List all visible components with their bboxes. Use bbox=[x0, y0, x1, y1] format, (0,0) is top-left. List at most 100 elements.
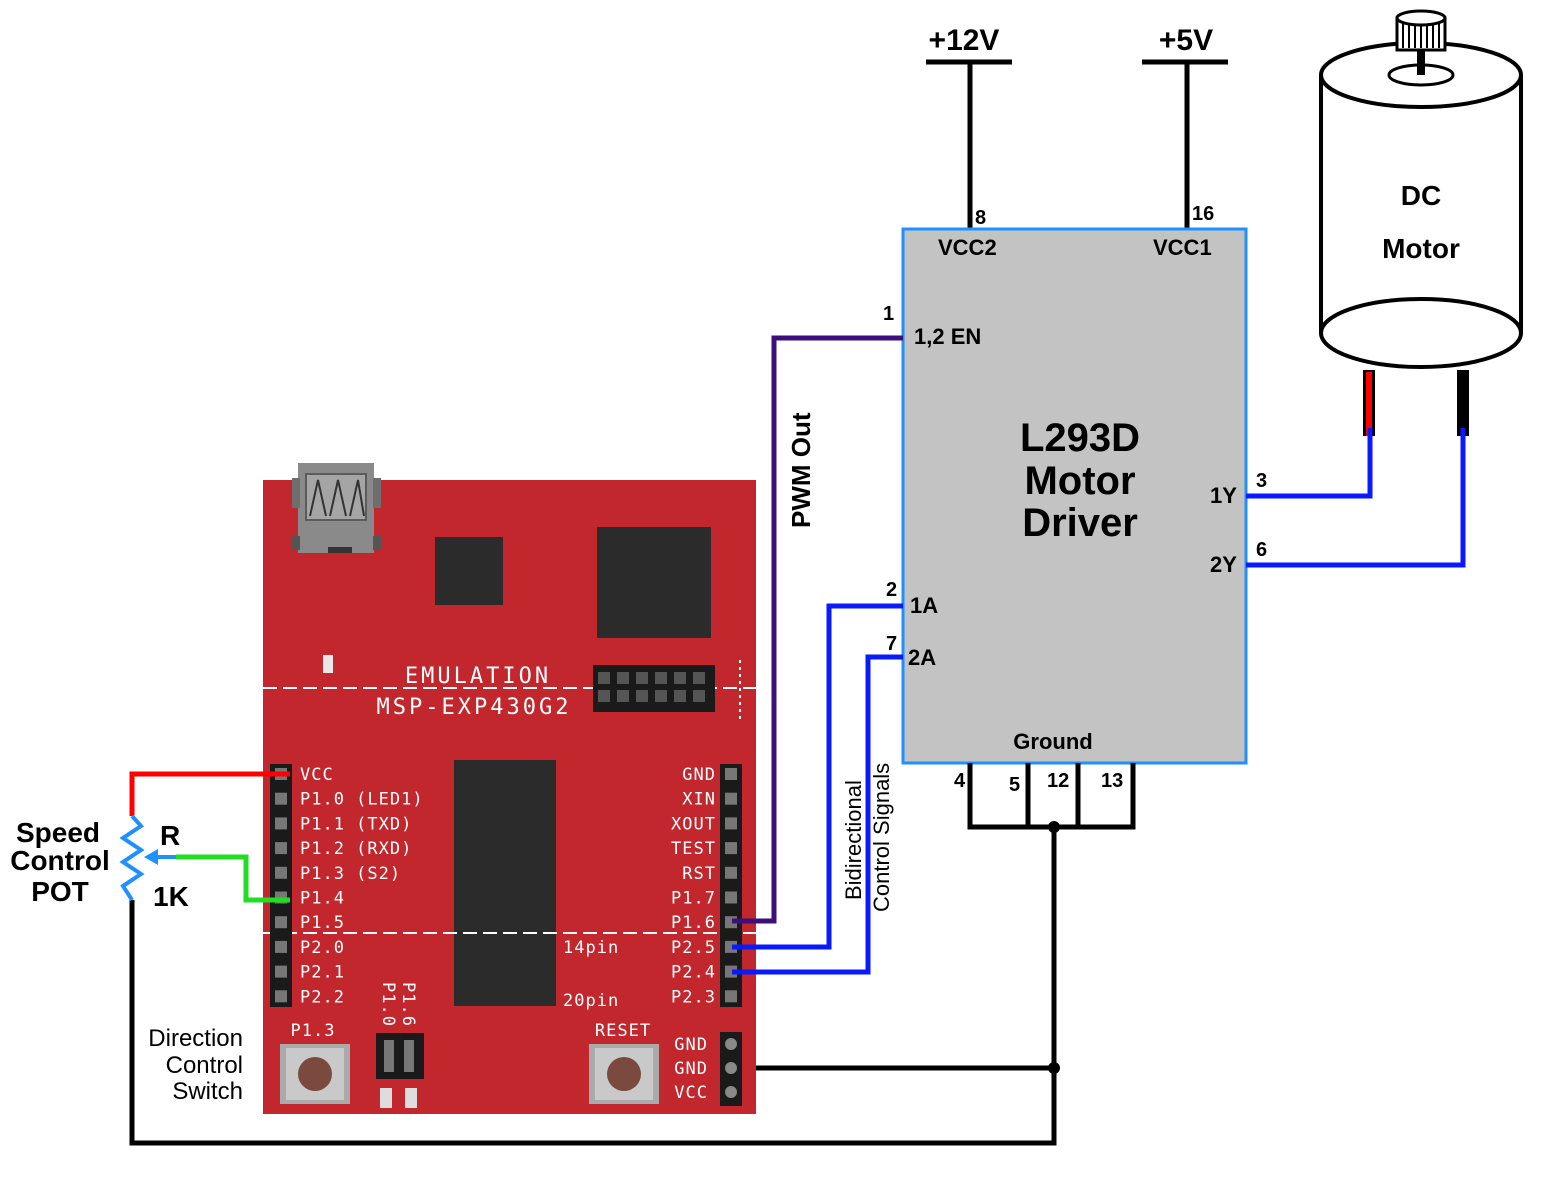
out1-label: 1Y bbox=[1210, 483, 1237, 508]
button-reset-label: RESET bbox=[595, 1021, 651, 1041]
led-icon bbox=[323, 655, 333, 673]
left-header-socket bbox=[275, 940, 287, 953]
gnd-pin-12: 12 bbox=[1047, 770, 1069, 792]
out1-pin: 3 bbox=[1256, 470, 1267, 492]
pot-value-label: 1K bbox=[153, 881, 189, 912]
power-rail-12v: +12V bbox=[926, 24, 1012, 230]
right-header-socket bbox=[725, 990, 737, 1003]
pin14-label: 14pin bbox=[563, 938, 619, 958]
right-header-socket bbox=[725, 768, 737, 780]
in1-pin: 2 bbox=[886, 579, 897, 601]
power-pin-vcc: VCC bbox=[674, 1083, 708, 1103]
label-12v: +12V bbox=[929, 24, 1000, 57]
switch-label-2: Control bbox=[166, 1052, 243, 1079]
usb-connector-icon bbox=[292, 463, 381, 553]
in1-label: 1A bbox=[910, 593, 938, 618]
resistor-icon bbox=[119, 814, 145, 902]
wiper-arrow-icon bbox=[144, 849, 158, 865]
out2-pin: 6 bbox=[1256, 539, 1267, 561]
right-header-pin-label: TEST bbox=[671, 839, 716, 859]
chip-small bbox=[435, 537, 503, 605]
left-header-socket bbox=[275, 866, 287, 879]
right-header-pin-label: P2.4 bbox=[671, 963, 716, 983]
junction-dot bbox=[1048, 1062, 1060, 1074]
button-p13-label: P1.3 bbox=[291, 1021, 336, 1041]
pot-r-label: R bbox=[160, 820, 180, 851]
power-pin-gnd1: GND bbox=[674, 1035, 708, 1055]
right-header-socket bbox=[725, 940, 737, 953]
left-header-pin-label: P2.2 bbox=[300, 987, 345, 1007]
driver-body bbox=[901, 227, 1248, 765]
driver-title-1: L293D bbox=[1020, 416, 1140, 460]
bidir-label-2: Control Signals bbox=[869, 763, 894, 912]
right-header-pin-label: GND bbox=[682, 765, 716, 785]
mcu-chip bbox=[454, 760, 556, 1006]
label-5v: +5V bbox=[1159, 24, 1213, 57]
in2-label: 2A bbox=[908, 645, 936, 670]
right-header-socket bbox=[725, 842, 737, 855]
button-p13[interactable]: P1.3 bbox=[280, 1021, 350, 1104]
left-header-pin-label: P1.3 (S2) bbox=[300, 864, 401, 884]
left-header-pin-label: P1.1 (TXD) bbox=[300, 814, 412, 834]
right-header-pin-label: XIN bbox=[682, 790, 716, 810]
emulation-label: EMULATION bbox=[405, 664, 551, 689]
l293d-driver: L293D Motor Driver VCC2 8 VCC1 16 1,2 EN… bbox=[883, 203, 1267, 796]
vcc2-pin: 8 bbox=[975, 207, 986, 229]
right-header-socket bbox=[725, 866, 737, 879]
switch-label-3: Switch bbox=[172, 1078, 243, 1105]
left-header-pin-label: P1.5 bbox=[300, 913, 345, 933]
emulation-header bbox=[593, 665, 715, 712]
left-header-pin-label: P1.0 (LED1) bbox=[300, 790, 424, 810]
right-header-pin-label: P1.6 bbox=[671, 913, 716, 933]
right-header-socket bbox=[725, 891, 737, 904]
left-header-pin-label: P2.0 bbox=[300, 938, 345, 958]
dc-motor: DC Motor bbox=[1319, 9, 1523, 436]
left-header-socket bbox=[275, 990, 287, 1003]
jumper-block: P1.0 P1.6 bbox=[376, 982, 424, 1108]
left-header-pin-label: P2.1 bbox=[300, 963, 345, 983]
direction-switch-label: Direction Control Switch bbox=[148, 1025, 243, 1105]
switch-label-1: Direction bbox=[148, 1025, 243, 1052]
motor-wires bbox=[1246, 428, 1466, 568]
right-header-pin-label: RST bbox=[682, 864, 716, 884]
left-header-socket bbox=[275, 817, 287, 830]
left-header-pin-label: P1.4 bbox=[300, 889, 345, 909]
vcc1-pin: 16 bbox=[1192, 203, 1214, 225]
right-header-pin-label: P1.7 bbox=[671, 889, 716, 909]
gnd-pin-4: 4 bbox=[954, 770, 966, 792]
bidir-label-1: Bidirectional bbox=[841, 780, 866, 900]
right-header-pin-label: XOUT bbox=[671, 814, 716, 834]
right-header-socket bbox=[725, 817, 737, 830]
in2-pin: 7 bbox=[886, 633, 897, 655]
left-header-pin-label: P1.2 (RXD) bbox=[300, 839, 412, 859]
button-reset[interactable]: RESET bbox=[589, 1021, 659, 1104]
in2-wire bbox=[732, 654, 903, 975]
motor-label-1: DC bbox=[1401, 180, 1441, 211]
junction-dot bbox=[1048, 821, 1060, 833]
ground-label: Ground bbox=[1013, 729, 1092, 754]
pot-label-3: POT bbox=[31, 876, 89, 907]
right-header-socket bbox=[725, 965, 737, 978]
ground-bus bbox=[129, 763, 1136, 1146]
power-pin-gnd2: GND bbox=[674, 1059, 708, 1079]
gnd-pin-5: 5 bbox=[1009, 774, 1020, 796]
pwm-out-label: PWM Out bbox=[786, 412, 816, 528]
right-header-pin-label: P2.3 bbox=[671, 987, 716, 1007]
motor-label-2: Motor bbox=[1382, 233, 1460, 264]
pwm-wire bbox=[732, 335, 903, 924]
pot-label-1: Speed bbox=[16, 817, 100, 848]
gnd-pin-13: 13 bbox=[1101, 770, 1123, 792]
driver-title-3: Driver bbox=[1022, 501, 1138, 545]
out2-label: 2Y bbox=[1210, 552, 1237, 577]
chip-large bbox=[597, 527, 711, 638]
left-header-socket bbox=[275, 842, 287, 855]
power-rail-5v: +5V bbox=[1142, 24, 1228, 230]
vcc2-label: VCC2 bbox=[938, 235, 997, 260]
pin20-label: 20pin bbox=[563, 991, 619, 1011]
speed-pot: R 1K Speed Control POT bbox=[10, 771, 290, 912]
vcc1-label: VCC1 bbox=[1153, 235, 1212, 260]
